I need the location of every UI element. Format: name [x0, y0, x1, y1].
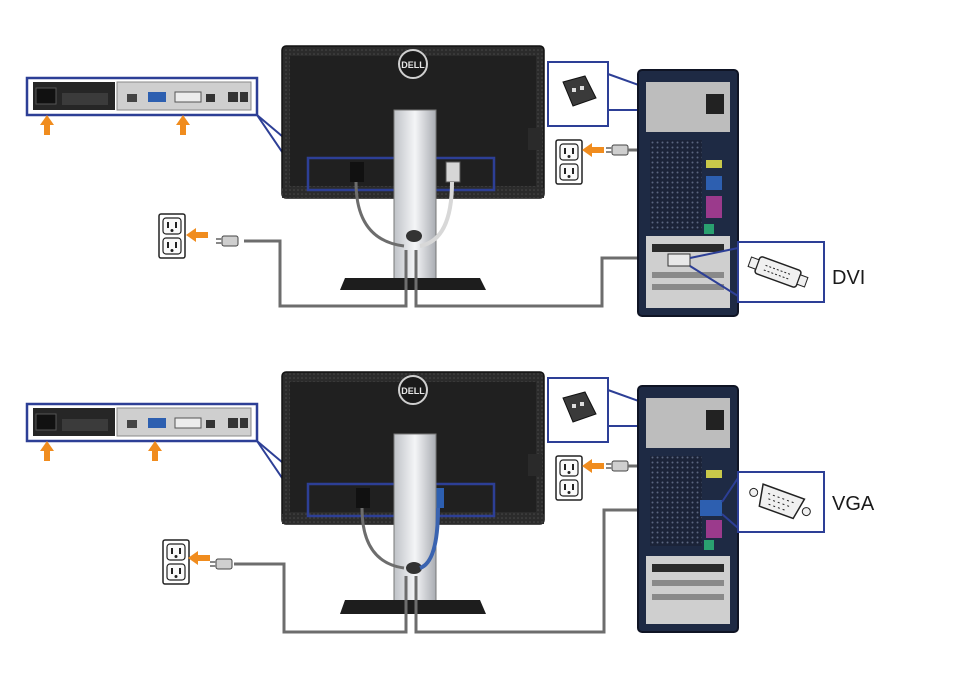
power-outlet-icon: [159, 214, 185, 258]
arrow-icon: [40, 115, 54, 135]
power-plug-icon: [210, 559, 232, 569]
arrow-icon: [582, 143, 604, 157]
pc-tower: [638, 386, 738, 632]
vga-label: VGA: [832, 494, 874, 514]
diagram-dvi: DELL: [27, 46, 824, 316]
arrow-icon: [148, 441, 162, 461]
dvi-label: DVI: [832, 268, 865, 288]
svg-text:DELL: DELL: [401, 386, 425, 396]
power-plug-icon: [216, 236, 238, 246]
pc-tower: [638, 70, 738, 316]
arrow-icon: [582, 459, 604, 473]
arrow-icon: [176, 115, 190, 135]
power-outlet-icon: [163, 540, 189, 584]
power-plug-icon: [606, 145, 628, 155]
power-outlet-icon: [556, 456, 582, 500]
arrow-icon: [188, 551, 210, 565]
svg-text:DELL: DELL: [401, 60, 425, 70]
diagram-vga: DELL: [27, 372, 824, 632]
arrow-icon: [40, 441, 54, 461]
stand-base: [340, 278, 486, 290]
arrow-icon: [186, 228, 208, 242]
power-outlet-icon: [556, 140, 582, 184]
power-plug-icon: [606, 461, 628, 471]
stand-base: [340, 600, 486, 614]
